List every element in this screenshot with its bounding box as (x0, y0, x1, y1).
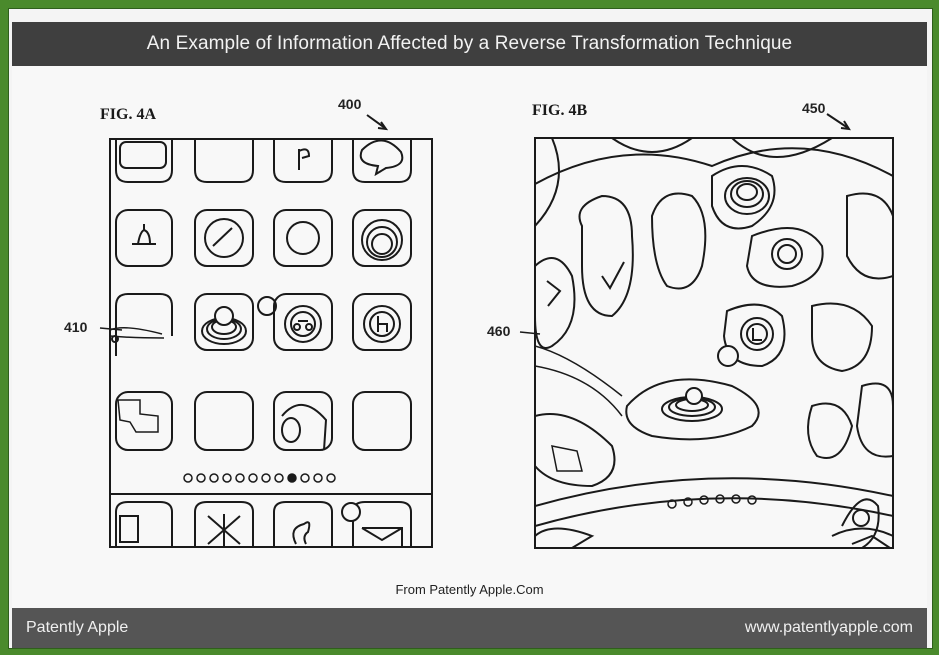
diagram-panel: FIG. 4A 400 410 FIG. 4B 450 460 (12, 66, 927, 608)
fig-4a-page-dots (183, 473, 336, 483)
footer-url[interactable]: www.patentlyapple.com (744, 619, 913, 636)
footer-bar: Patently Apple www.patentlyapple.com (12, 608, 927, 648)
ref-410: 410 (64, 319, 88, 335)
footer-brand: Patently Apple (26, 619, 129, 636)
ref-460: 460 (487, 323, 511, 339)
fig-4a-label: FIG. 4A (100, 106, 156, 123)
banner-title: An Example of Information Affected by a … (146, 33, 793, 54)
ref-400-leader (366, 114, 386, 129)
fig-4b-screen-frame (534, 137, 894, 549)
ref-400: 400 (338, 96, 362, 112)
ref-450: 450 (802, 100, 826, 116)
fig-4b-label: FIG. 4B (532, 102, 588, 119)
fig-4a-drawing (99, 114, 433, 548)
title-banner: An Example of Information Affected by a … (12, 22, 927, 66)
source-caption: From Patently Apple.Com (395, 582, 544, 597)
fig-4a-screen-frame (109, 138, 433, 548)
fig-4b-drawing (519, 113, 894, 549)
fig-4b-page-dots (667, 494, 757, 509)
